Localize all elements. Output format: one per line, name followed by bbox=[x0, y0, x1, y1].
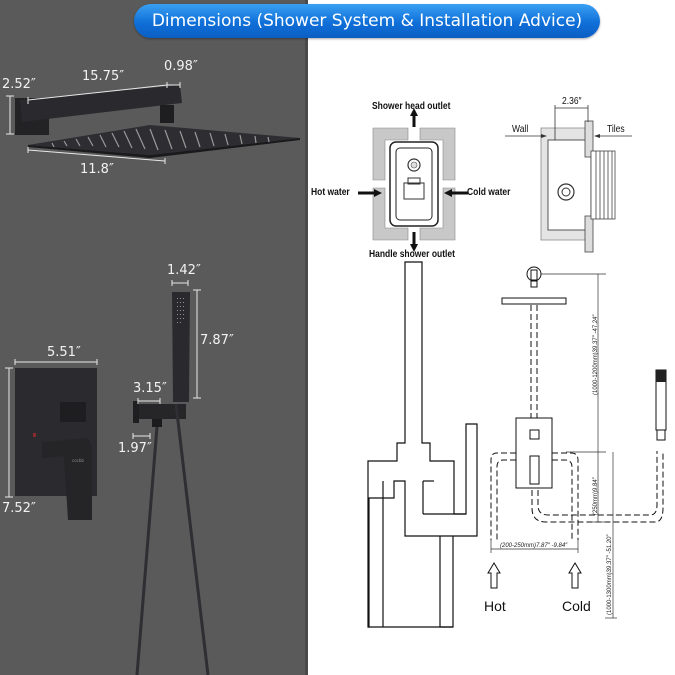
shower-arm bbox=[20, 85, 182, 122]
hand-shower-width-label: 1.42″ bbox=[167, 263, 201, 278]
shower-hose bbox=[135, 403, 210, 675]
shower-head-assembly bbox=[15, 85, 300, 158]
panel-divider bbox=[305, 0, 308, 675]
holder-wall-flange bbox=[133, 401, 139, 423]
valve-width-label: 5.51″ bbox=[47, 345, 81, 360]
handle-shower-outlet-label: Handle shower outlet bbox=[369, 249, 455, 260]
shower-head-outlet-label: Shower head outlet bbox=[372, 101, 451, 112]
hand-shower-holder bbox=[133, 404, 186, 419]
holder-width-label: 3.15″ bbox=[133, 381, 167, 396]
hand-shower-dimension-lines bbox=[132, 280, 201, 439]
hot-indicator bbox=[33, 433, 36, 437]
outlet-width-label: 1.97″ bbox=[118, 441, 152, 456]
hot-water-label: Hot water bbox=[311, 187, 350, 198]
cold-inlet-label: Cold bbox=[562, 598, 591, 614]
arm-width-label: 0.98″ bbox=[164, 59, 198, 74]
diverter-knob bbox=[60, 402, 86, 422]
hand-shower-drawing bbox=[655, 369, 667, 441]
hand-shower-nozzles bbox=[177, 298, 184, 323]
hand-shower-length-label: 7.87″ bbox=[200, 333, 234, 348]
valve-brand-text: cocbb bbox=[72, 458, 84, 463]
shower-head-plate bbox=[28, 125, 300, 155]
wall-label: Wall bbox=[512, 124, 529, 135]
inlet-arrows bbox=[487, 562, 582, 589]
mixer-handle bbox=[42, 438, 92, 520]
head-width-label: 11.8″ bbox=[80, 162, 114, 177]
valve-dimension-lines bbox=[5, 359, 98, 498]
page-title: Dimensions (Shower System & Installation… bbox=[134, 4, 600, 38]
arm-connector bbox=[160, 105, 174, 123]
floor-to-valve-dimension: (1000-1300mm)39.37″ -51.20″ bbox=[607, 534, 613, 615]
tiles-label: Tiles bbox=[607, 124, 625, 135]
head-to-valve-dimension: (1000-1200mm)39.37″ -47.24″ bbox=[593, 314, 599, 395]
flow-arrows bbox=[358, 108, 468, 252]
valve-body-diagram bbox=[372, 127, 456, 241]
water-outlet bbox=[152, 419, 162, 427]
wall-section-diagram bbox=[505, 105, 632, 253]
installation-schematic bbox=[490, 266, 664, 540]
arm-length-label: 15.75″ bbox=[82, 69, 125, 84]
valve-trim-plate: cocbb bbox=[15, 368, 97, 520]
wall-depth-label: 2.36″ bbox=[562, 96, 582, 107]
shower-head-edge bbox=[28, 138, 300, 158]
inlet-spacing-dimension: (200-250mm)7.87″ -9.84″ bbox=[500, 543, 568, 549]
installation-dimension-lines bbox=[490, 273, 617, 619]
shower-head-dimension-lines bbox=[6, 82, 181, 164]
cold-water-label: Cold water bbox=[467, 187, 511, 198]
nozzle-rows bbox=[51, 128, 270, 151]
valve-outline-drawing bbox=[367, 261, 478, 628]
hand-shower bbox=[133, 292, 190, 427]
valve-height-label: 7.52″ bbox=[2, 501, 36, 516]
valve-to-pipe-dimension: (250mm)9.84″ bbox=[593, 477, 599, 515]
wall-plate-height-label: 2.52″ bbox=[2, 77, 36, 92]
hot-inlet-label: Hot bbox=[484, 598, 506, 614]
